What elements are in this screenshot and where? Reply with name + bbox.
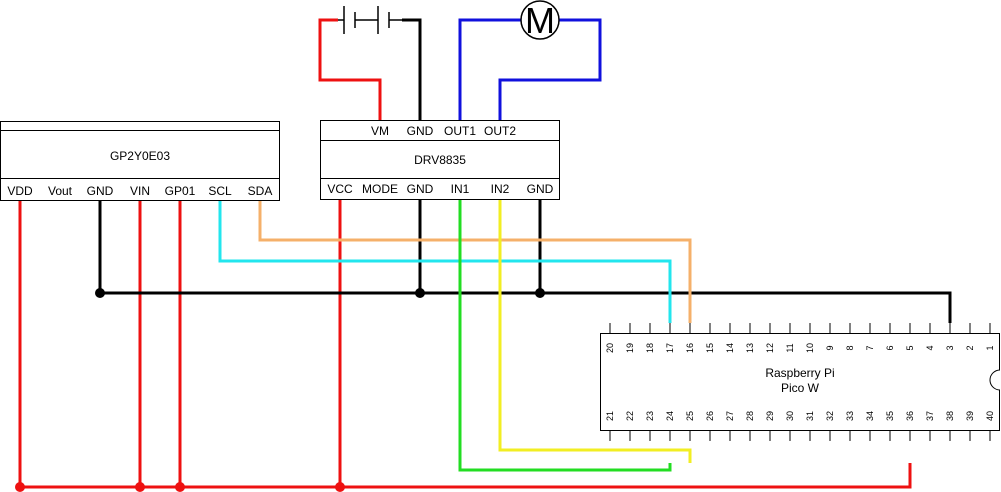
driver-pin-label: GND [407,124,434,138]
pico-title-line1: Raspberry Pi [765,366,834,380]
pico-top-pin-stubs [609,323,991,334]
pico-pin-label: 33 [845,411,855,421]
sensor-pin-label: GP01 [165,184,196,198]
pico-pin-label: 12 [765,343,775,353]
pico-pin-label: 25 [685,411,695,421]
pico-pin-label: 15 [705,343,715,353]
driver-title: DRV8835 [414,153,466,167]
pico-pin-label: 23 [645,411,655,421]
pico-pin-label: 18 [645,343,655,353]
sensor-pin-label: GND [87,184,114,198]
pico-pin-label: 11 [785,343,795,352]
pico-pin-label: 2 [965,345,975,350]
pico-pin-label: 29 [765,411,775,421]
pico-pin-label: 30 [785,411,795,421]
sensor-pin-label: VDD [7,184,33,198]
in2-wire [498,200,692,463]
driver-pin-label: GND [407,182,434,196]
junction-dot [415,288,425,298]
battery-symbol [338,6,402,34]
driver-bottom-pin-labels: VCC MODE GND IN1 IN2 GND [327,182,553,196]
pico-pin-label: 13 [745,343,755,353]
pico-pin-label: 38 [945,411,955,421]
pico-pin-label: 5 [905,345,915,350]
power-bus [18,200,912,489]
pico-usb-notch [989,369,1001,391]
pico-pin-label: 28 [745,411,755,421]
pico-pin-label: 9 [825,345,835,350]
pico-pin-label: 20 [605,343,615,353]
junction-dot [335,482,345,492]
junction-dot [175,482,185,492]
driver-pin-label: VCC [327,182,353,196]
motor-wire-out2 [498,18,602,120]
sensor-pin-label: VIN [130,184,150,198]
pico-bottom-pin-stubs [609,430,991,441]
pico-pin-label: 4 [925,345,935,350]
pico-pin-label: 6 [885,345,895,350]
pico-pin-label: 37 [925,411,935,421]
pico-pin-label: 32 [825,411,835,421]
driver-pin-label: IN1 [451,182,470,196]
pico-pin-label: 27 [725,411,735,421]
sensor-pin-label: SCL [208,184,232,198]
junctions [15,288,545,492]
driver-module: DRV8835 VM GND OUT1 OUT2 VCC MODE GND IN1 IN2 GN… [320,120,560,200]
pico-pin-label: 22 [625,411,635,421]
pico-pin-label: 21 [605,411,615,421]
driver-pin-label: OUT2 [484,124,516,138]
sda-wire [258,200,692,323]
driver-pin-label: IN2 [491,182,510,196]
pico-pin-label: 35 [885,411,895,421]
pico-pin-label: 7 [865,345,875,350]
pico-bottom-pin-labels: 21 22 23 24 25 26 27 28 29 30 31 32 33 34 35 36 37 38 39 40 [605,411,995,421]
pico-pin-label: 19 [625,343,635,353]
pico-pin-label: 40 [985,411,995,421]
sensor-pin-label: SDA [248,184,273,198]
scl-wire [218,200,672,323]
pico-pin-label: 24 [665,411,675,421]
sensor-pin-label: Vout [48,184,73,198]
junction-dot [135,482,145,492]
driver-pin-label: OUT1 [444,124,476,138]
pico-title-line2: Pico W [781,381,820,395]
sensor-module: GP2Y0E03 VDD Vout GND VIN GP01 SCL SDA [0,121,280,201]
driver-top-pin-labels: VM GND OUT1 OUT2 [371,124,516,138]
pico-pin-label: 31 [805,411,815,421]
junction-dot [535,288,545,298]
pico-pin-label: 1 [985,345,995,350]
in1-wire [458,200,672,472]
pico-pin-label: 26 [705,411,715,421]
driver-pin-label: MODE [362,182,398,196]
pico-pin-label: 14 [725,343,735,353]
motor-wire-out1 [458,18,521,120]
battery-negative-wire [402,18,422,120]
pico-pin-label: 8 [845,345,855,350]
pico-pin-label: 16 [685,343,695,353]
junction-dot [95,288,105,298]
ground-bus [98,200,952,323]
pico-pin-label: 36 [905,411,915,421]
pico-pin-label: 3 [945,345,955,350]
motor-symbol: M [520,0,560,41]
motor-label: M [525,0,555,41]
driver-pin-label: GND [527,182,554,196]
driver-pin-label: VM [371,124,389,138]
pico-pin-label: 17 [665,343,675,353]
pico-top-pin-labels: 20 19 18 17 16 15 14 13 12 11 10 9 8 7 6 5 4 3 2 1 [605,343,995,353]
sensor-title: GP2Y0E03 [110,149,170,163]
battery-positive-wire [318,18,382,120]
pico-pin-label: 39 [965,411,975,421]
pico-pin-label: 10 [805,343,815,353]
junction-dot [15,482,25,492]
sensor-pin-labels: VDD Vout GND VIN GP01 SCL SDA [7,184,272,198]
wires [18,18,952,489]
pico-pin-label: 34 [865,411,875,421]
